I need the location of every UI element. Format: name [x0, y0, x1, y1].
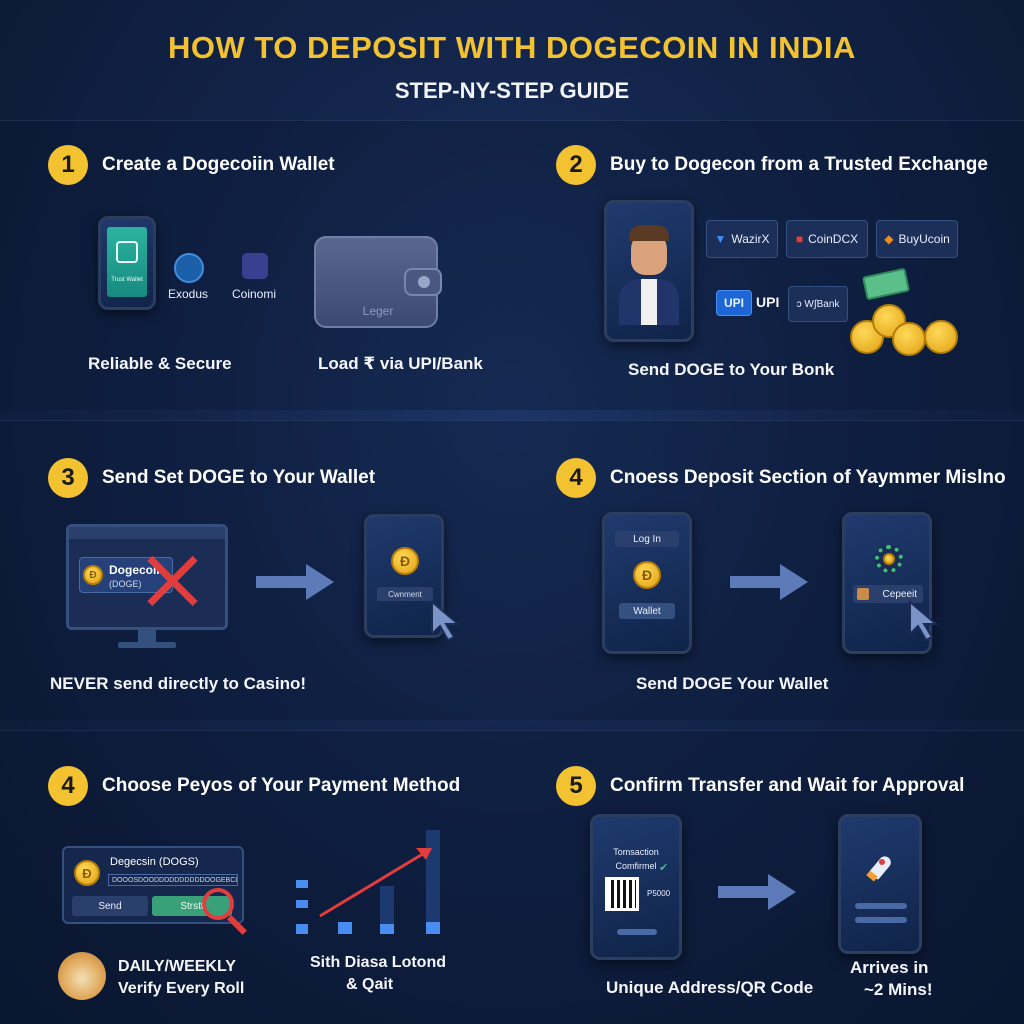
wallet-button[interactable]: Wallet: [619, 603, 675, 619]
step-5-title: Choose Peyos of Your Payment Method: [102, 775, 461, 796]
step-5-caption-daily: DAILY/WEEKLY: [118, 958, 236, 975]
wallet-app-icon: [116, 241, 138, 263]
wazirx-label: WazirX: [731, 232, 770, 246]
trust-wallet-label: Trust Wallet: [111, 277, 143, 283]
step-5-header: 4 Choose Peyos of Your Payment Method: [48, 766, 460, 806]
arrival-phone: [838, 814, 922, 954]
casino-login-phone: Log In Ð Wallet: [602, 512, 692, 654]
upi-label: UPI: [756, 294, 780, 310]
chart-caption-1: Sith Diasa Lotond: [310, 954, 446, 971]
step-2-caption: Send DOGE to Your Bonk: [628, 360, 835, 379]
arrow-right-icon: [730, 564, 808, 600]
coinomi-label: Coinomi: [232, 287, 277, 301]
cursor-icon: [909, 600, 939, 642]
step-3-title: Send Set DOGE to Your Wallet: [102, 467, 376, 488]
desktop-monitor: Ð Dogecoin (DOGE): [66, 524, 228, 630]
step-1-header: 1 Create a Dogecoiin Wallet: [48, 145, 335, 185]
card-title: Degecsin (DOGS): [110, 856, 199, 868]
wallet-address-field[interactable]: Cwnment: [377, 587, 433, 601]
monitor-coin-ticker: (DOGE): [109, 579, 142, 589]
deposit-phone: Cepeeit: [842, 512, 932, 654]
bank-label[interactable]: ↄ W∫Bank: [788, 286, 848, 322]
coindcx-label: CoinDCX: [808, 232, 859, 246]
buyucoin-label: BuyUcoin: [898, 232, 950, 246]
coinomi-icon: [242, 253, 268, 279]
trust-wallet-phone: Trust Wallet: [98, 216, 156, 310]
rocket-icon: [866, 853, 895, 882]
step-6-caption-address: Unique Address/QR Code: [606, 978, 814, 997]
exodus-label: Exodus: [168, 287, 209, 301]
tx-amount: P5000: [647, 889, 671, 898]
step-4-caption: Send DOGE Your Wallet: [636, 674, 829, 693]
step-1-caption-secure: Reliable & Secure: [88, 354, 232, 373]
avatar: [857, 588, 869, 600]
step-2-header: 2 Buy to Dogecon from a Trusted Exchange: [556, 145, 988, 185]
step-number-badge: 1: [48, 145, 88, 185]
step-3-header: 3 Send Set DOGE to Your Wallet: [48, 458, 375, 498]
step-2-title: Buy to Dogecon from a Trusted Exchange: [610, 154, 988, 175]
qr-code-icon: [605, 877, 639, 911]
user-avatar-phone: [604, 200, 694, 342]
ledger-wallet-icon: Leger: [314, 236, 442, 328]
dogecoin-icon: Ð: [391, 547, 419, 575]
dogecoin-icon: Ð: [74, 860, 100, 886]
step-5-caption-verify: Verify Every Roll: [118, 980, 245, 997]
step-number-badge: 4: [556, 458, 596, 498]
growth-chart-icon: [296, 830, 440, 934]
chart-caption-2: & Qait: [346, 976, 394, 993]
doge-mascot-icon: [58, 952, 106, 1000]
check-icon: ✔: [659, 862, 669, 874]
step-6-header: 5 Confirm Transfer and Wait for Approval: [556, 766, 964, 806]
deposit-button[interactable]: Cepeeit: [853, 585, 923, 603]
exodus-icon: [174, 253, 204, 283]
step-4-header: 4 Cnoess Deposit Section of Yaymmer Misl…: [556, 458, 1006, 498]
dogecoin-icon: [883, 553, 895, 565]
cursor-icon: [431, 600, 461, 642]
tx-label-1: Tomsaction: [613, 847, 659, 857]
step-6-title: Confirm Transfer and Wait for Approval: [610, 775, 965, 796]
upi-badge[interactable]: UPI: [716, 290, 752, 316]
step-number-badge: 4: [48, 766, 88, 806]
page-subtitle: STEP-NY-STEP GUIDE: [394, 78, 630, 103]
exchange-buyucoin[interactable]: ◆BuyUcoin: [876, 220, 958, 258]
step-6-caption-arrives: Arrives in: [850, 958, 929, 977]
page-title: HOW TO DEPOSIT WITH DOGECOIN IN INDIA: [168, 30, 856, 65]
arrow-right-icon: [256, 564, 334, 600]
step-number-badge: 2: [556, 145, 596, 185]
tx-label-2: Comfirmel: [615, 861, 657, 871]
gold-coin-icon: [892, 322, 926, 356]
magnifier-icon: [202, 888, 234, 920]
dogecoin-icon: Ð: [83, 565, 103, 585]
exchange-coindcx[interactable]: ■CoinDCX: [786, 220, 868, 258]
step-6-caption-mins: ~2 Mins!: [864, 980, 933, 999]
step-3-caption-warning: NEVER send directly to Casino!: [50, 674, 306, 693]
ledger-label: Leger: [362, 304, 394, 318]
send-button[interactable]: Send: [72, 896, 148, 916]
dogecoin-icon: Ð: [633, 561, 661, 589]
exchange-wazirx[interactable]: ▼WazirX: [706, 220, 778, 258]
transaction-phone: Tomsaction Comfirmel ✔ P5000: [590, 814, 682, 960]
red-x-icon: [143, 553, 203, 613]
row-1-band: [0, 120, 1024, 410]
step-1-caption-load: Load ₹ via UPI/Bank: [318, 354, 483, 373]
gold-coin-icon: [924, 320, 958, 354]
step-4-title: Cnoess Deposit Section of Yaymmer Mislno: [610, 467, 1006, 488]
arrow-right-icon: [718, 874, 796, 910]
address-field[interactable]: DOOOSDOODDDDDDDDDDOOGEBCDEFB: [108, 874, 238, 886]
wallet-phone: Ð Cwnment: [364, 514, 444, 638]
monitor-coin-name: Dogecoin: [109, 563, 164, 577]
login-button[interactable]: Log In: [615, 531, 679, 547]
step-number-badge: 3: [48, 458, 88, 498]
step-number-badge: 5: [556, 766, 596, 806]
step-1-title: Create a Dogecoiin Wallet: [102, 154, 335, 175]
